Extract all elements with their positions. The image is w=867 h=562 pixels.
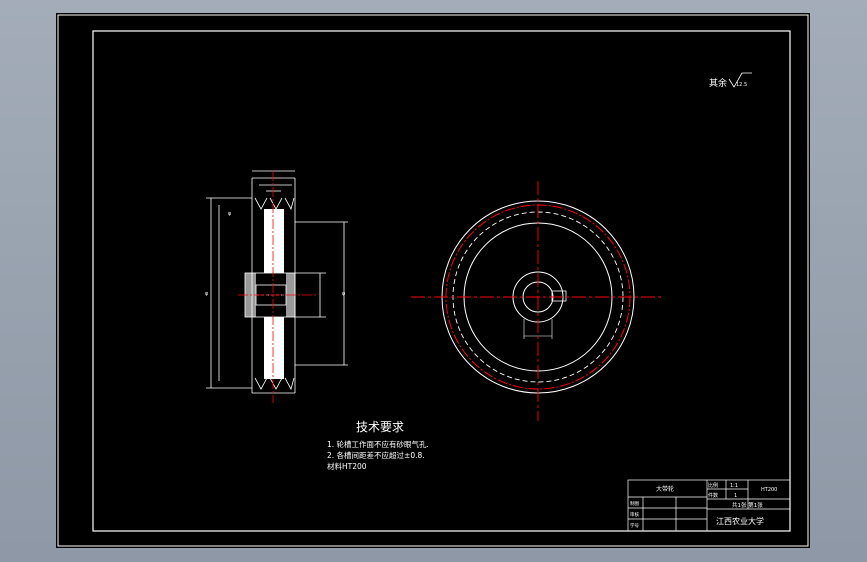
tech-line-2: 2. 各槽间距差不应超过±0.8. — [327, 450, 425, 460]
qty-value: 1 — [734, 493, 737, 499]
row-check: 审核 — [630, 511, 639, 518]
cad-drawing: 其余 12.5 φ — [57, 14, 809, 547]
sheet-outer-border — [57, 14, 809, 547]
row-draw: 制图 — [630, 500, 639, 507]
groove-dim-label: φ — [228, 211, 232, 217]
tech-line-1: 1. 轮槽工作面不应有砂眼气孔. — [327, 439, 429, 449]
tech-line-3: 材料HT200 — [327, 461, 367, 471]
part-name: 大带轮 — [656, 485, 674, 493]
technical-requirements: 技术要求 1. 轮槽工作面不应有砂眼气孔. 2. 各槽间距差不应超过±0.8. … — [327, 420, 429, 471]
roughness-symbol: 其余 12.5 — [709, 72, 752, 89]
tech-title: 技术要求 — [356, 420, 404, 434]
roughness-label: 其余 — [709, 77, 727, 89]
pulley-section-view — [206, 170, 348, 394]
scale-value: 1:1 — [730, 483, 738, 489]
outer-dim-label: φ — [205, 291, 209, 297]
hub-dim-label: φ — [342, 291, 346, 297]
sheet-inner-border — [92, 30, 791, 532]
roughness-value: 12.5 — [736, 82, 747, 88]
title-block — [627, 479, 791, 532]
qty-label: 件数 — [708, 492, 718, 499]
school-name: 江西农业大学 — [716, 516, 764, 526]
scale-label: 比例 — [708, 482, 718, 489]
material: HT200 — [761, 487, 777, 493]
sheet-label: 共1张 第1张 — [732, 501, 763, 509]
row-ref: 学号 — [630, 522, 639, 529]
drawing-viewport[interactable]: 其余 12.5 φ — [56, 13, 810, 548]
